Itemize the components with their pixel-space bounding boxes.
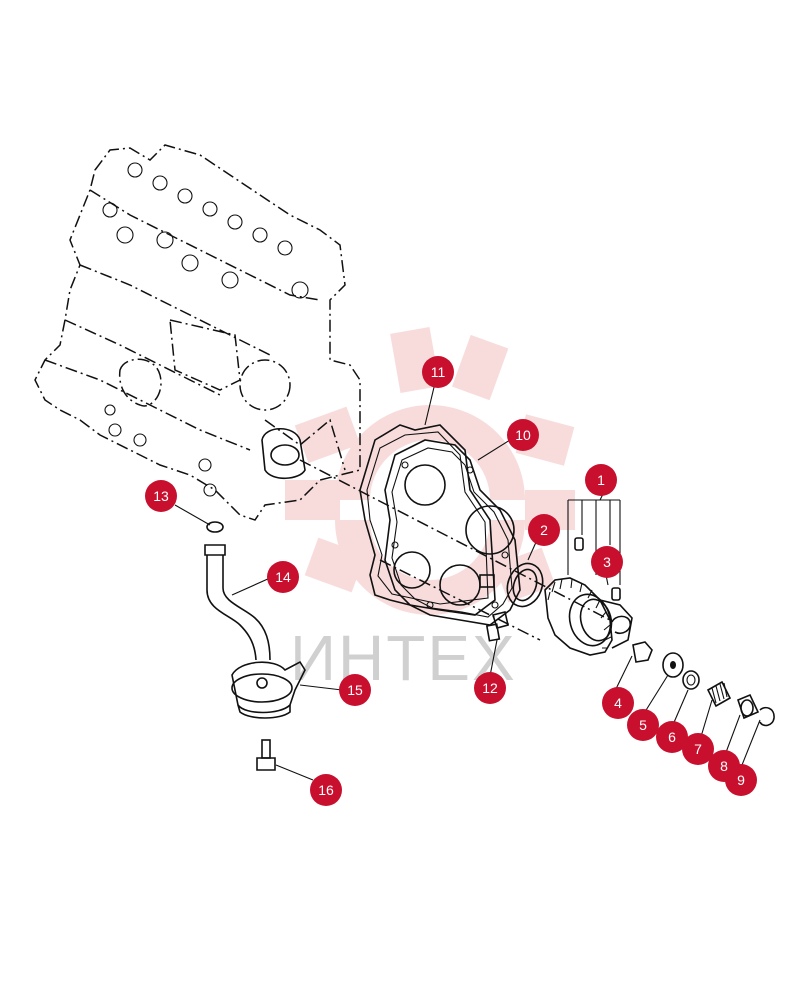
svg-text:5: 5 (639, 717, 647, 733)
svg-text:12: 12 (482, 680, 498, 696)
svg-text:14: 14 (275, 569, 291, 585)
callout-3[interactable]: 3 (591, 546, 623, 578)
svg-text:2: 2 (540, 522, 548, 538)
front-plate (384, 439, 521, 626)
svg-text:7: 7 (694, 741, 702, 757)
svg-text:15: 15 (347, 682, 363, 698)
svg-text:6: 6 (668, 729, 676, 745)
callout-10[interactable]: 10 (507, 419, 539, 451)
svg-text:4: 4 (614, 695, 622, 711)
engine-block (34, 144, 361, 521)
callout-6[interactable]: 6 (656, 721, 688, 753)
callout-13[interactable]: 13 (145, 480, 177, 512)
svg-text:16: 16 (318, 782, 334, 798)
front-gasket (359, 424, 496, 616)
watermark-gear-logo (285, 326, 575, 615)
oil-seal-ring (506, 562, 544, 608)
callout-5[interactable]: 5 (627, 709, 659, 741)
pump-small-parts (632, 641, 775, 727)
callout-2[interactable]: 2 (528, 514, 560, 546)
svg-text:1: 1 (597, 472, 605, 488)
callout-16[interactable]: 16 (310, 774, 342, 806)
callout-1[interactable]: 1 (585, 464, 617, 496)
callout-15[interactable]: 15 (339, 674, 371, 706)
callout-14[interactable]: 14 (267, 561, 299, 593)
callout-9[interactable]: 9 (725, 764, 757, 796)
callout-12[interactable]: 12 (474, 672, 506, 704)
svg-text:8: 8 (720, 758, 728, 774)
centerline-main (299, 459, 611, 621)
oil-pipe (204, 521, 271, 661)
callout-7[interactable]: 7 (682, 733, 714, 765)
svg-text:11: 11 (431, 364, 446, 380)
svg-text:3: 3 (603, 554, 611, 570)
svg-text:10: 10 (515, 427, 531, 443)
oil-strainer (231, 660, 306, 719)
plate-bolt (485, 611, 509, 642)
callout-4[interactable]: 4 (602, 687, 634, 719)
centerline-lower (379, 559, 541, 641)
leader-lines (174, 382, 761, 781)
svg-text:13: 13 (153, 488, 169, 504)
strainer-bolt (256, 739, 276, 771)
svg-text:9: 9 (737, 772, 745, 788)
callout-11[interactable]: 11 (422, 356, 454, 388)
oil-pump-gear (544, 499, 633, 656)
